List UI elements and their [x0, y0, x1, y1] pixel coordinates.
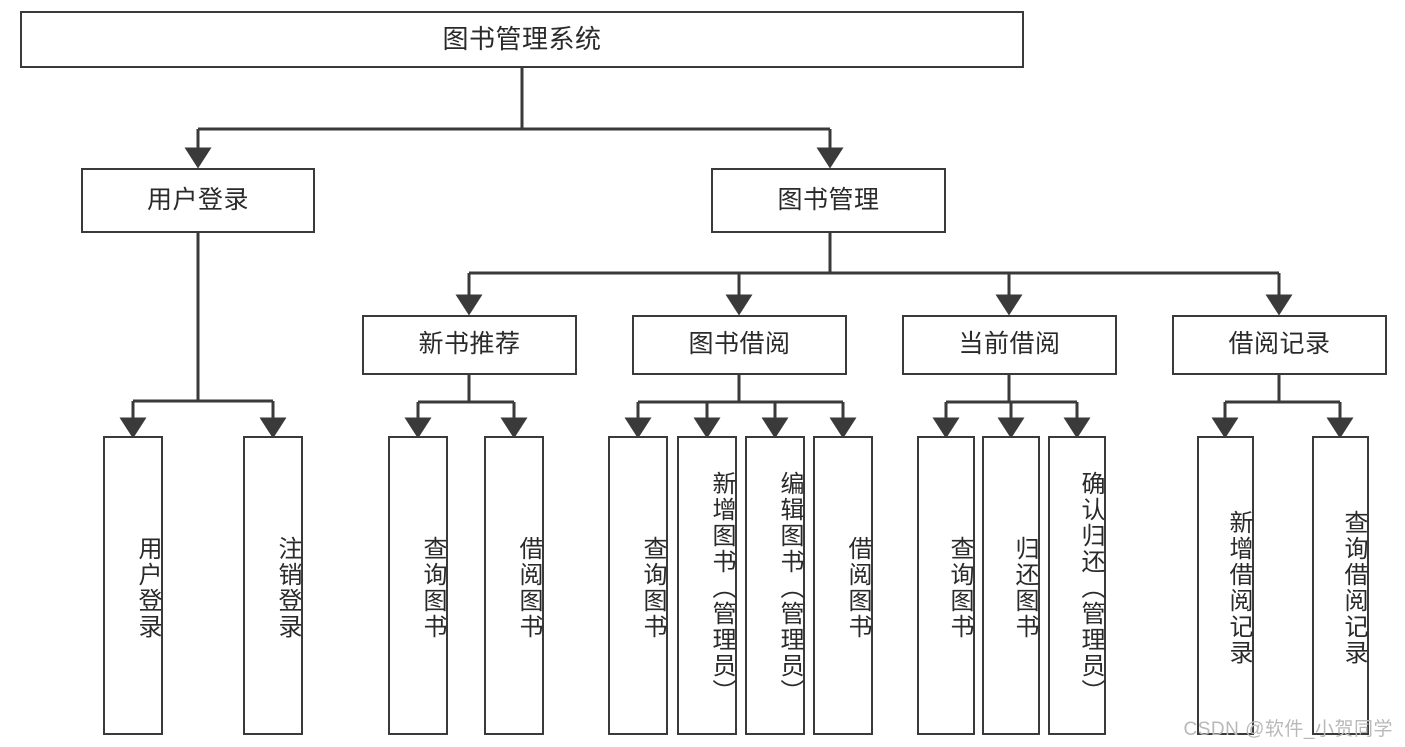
edges-bookmanage-to-level3	[455, 233, 1293, 316]
node-label: 查询图书	[419, 535, 446, 640]
node-label: 新增图书（管理员）	[708, 470, 735, 705]
node-label: 图书管理	[777, 185, 880, 214]
node-label: 查询图书	[946, 535, 973, 640]
node-label: 图书管理系统	[442, 24, 602, 55]
node-current-borrow[interactable]: 当前借阅	[902, 315, 1117, 375]
node-label: 确认归还（管理员）	[1077, 470, 1104, 705]
node-root-system[interactable]: 图书管理系统	[20, 11, 1024, 68]
node-user-login[interactable]: 用户登录	[81, 168, 315, 233]
node-leaf-confirm-return-admin[interactable]: 确认归还（管理员）	[1048, 436, 1106, 735]
node-label: 归还图书	[1011, 535, 1038, 640]
node-label: 查询借阅记录	[1340, 509, 1367, 666]
node-leaf-query-book-3[interactable]: 查询图书	[917, 436, 975, 735]
edges-currentborrow-to-leaves	[932, 375, 1091, 439]
watermark-text: CSDN @软件_小贺同学	[1183, 719, 1393, 740]
node-book-borrow[interactable]: 图书借阅	[632, 315, 847, 375]
node-label: 新增借阅记录	[1225, 509, 1252, 666]
edges-newbookrec-to-leaves	[404, 375, 528, 439]
node-leaf-borrow-book-1[interactable]: 借阅图书	[484, 436, 544, 735]
node-label: 借阅记录	[1228, 330, 1331, 359]
node-leaf-query-borrow-record[interactable]: 查询借阅记录	[1312, 436, 1369, 735]
node-label: 注销登录	[274, 535, 301, 640]
edges-userlogin-to-leaves	[119, 233, 287, 439]
node-leaf-query-book-2[interactable]: 查询图书	[608, 436, 668, 735]
node-label: 借阅图书	[844, 535, 871, 640]
node-label: 编辑图书（管理员）	[776, 470, 803, 705]
node-borrow-record[interactable]: 借阅记录	[1172, 315, 1387, 375]
node-label: 当前借阅	[958, 330, 1061, 359]
node-book-manage[interactable]: 图书管理	[711, 168, 946, 233]
node-label: 新书推荐	[418, 330, 521, 359]
node-leaf-logout-login[interactable]: 注销登录	[243, 436, 303, 735]
edges-bookborrow-to-leaves	[624, 375, 857, 439]
node-leaf-user-login[interactable]: 用户登录	[103, 436, 163, 735]
node-label: 借阅图书	[515, 535, 542, 640]
node-leaf-add-borrow-record[interactable]: 新增借阅记录	[1197, 436, 1254, 735]
node-leaf-edit-book-admin[interactable]: 编辑图书（管理员）	[745, 436, 805, 735]
node-new-book-rec[interactable]: 新书推荐	[362, 315, 577, 375]
node-label: 用户登录	[146, 185, 249, 214]
node-leaf-add-book-admin[interactable]: 新增图书（管理员）	[677, 436, 737, 735]
node-label: 查询图书	[639, 535, 666, 640]
node-leaf-borrow-book-2[interactable]: 借阅图书	[813, 436, 873, 735]
edges-borrowrecord-to-leaves	[1211, 375, 1354, 439]
node-leaf-return-book[interactable]: 归还图书	[982, 436, 1040, 735]
edges-root-to-level2	[184, 68, 844, 169]
node-leaf-query-book-1[interactable]: 查询图书	[388, 436, 448, 735]
node-label: 图书借阅	[688, 330, 791, 359]
node-label: 用户登录	[134, 535, 161, 640]
